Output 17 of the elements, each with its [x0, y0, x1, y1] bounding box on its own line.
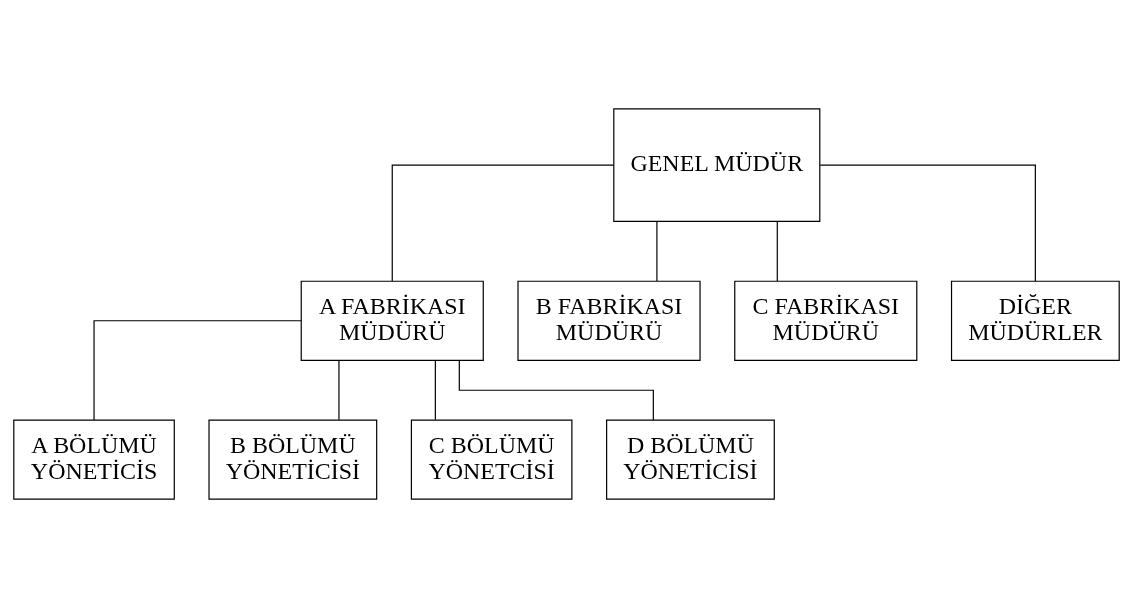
connector [93, 319, 302, 420]
connector [338, 359, 340, 420]
node-box: C BÖLÜMÜ YÖNETCİSİ [410, 419, 573, 500]
node-box: A FABRİKASI MÜDÜRÜ [300, 280, 484, 361]
node-box: C FABRİKASI MÜDÜRÜ [734, 280, 918, 361]
connector [656, 220, 658, 282]
node-box: D BÖLÜMÜ YÖNETİCİSİ [606, 419, 775, 500]
connector [819, 164, 1036, 282]
connector [434, 359, 436, 420]
node-box: GENEL MÜDÜR [613, 107, 821, 222]
node-box: B FABRİKASI MÜDÜRÜ [517, 280, 701, 361]
node-box: A BÖLÜMÜ YÖNETİCİS [13, 419, 175, 500]
connector [458, 359, 654, 421]
node-box: B BÖLÜMÜ YÖNETİCİSİ [208, 419, 378, 500]
connector [391, 164, 615, 282]
connector [776, 220, 778, 282]
node-box: DİĞER MÜDÜRLER [950, 280, 1120, 361]
